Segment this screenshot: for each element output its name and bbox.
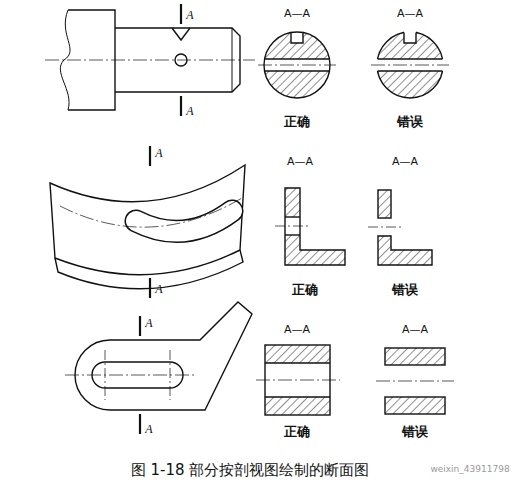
- section-title: A—A: [397, 8, 423, 20]
- verdict-label: 错误: [402, 425, 428, 439]
- verdict-label: 正确: [284, 115, 310, 129]
- figure-caption: 图 1-18 部分按剖视图绘制的断面图: [131, 462, 370, 479]
- section-letter: A: [145, 317, 152, 330]
- watermark: weixin_43911798: [430, 465, 509, 475]
- section-letter: A: [155, 147, 162, 160]
- verdict-label: 正确: [284, 425, 310, 439]
- verdict-label: 正确: [292, 283, 318, 297]
- section-letter: A: [186, 9, 193, 22]
- verdict-label: 错误: [392, 283, 418, 297]
- section-letter: A: [145, 423, 152, 436]
- section-letter: A: [186, 105, 193, 118]
- section-title: A—A: [284, 324, 310, 336]
- section-letter: A: [155, 283, 162, 296]
- section-title: A—A: [402, 324, 428, 336]
- section-title: A—A: [284, 8, 310, 20]
- section-title: A—A: [287, 156, 313, 168]
- section-title: A—A: [392, 156, 418, 168]
- verdict-label: 错误: [397, 115, 423, 129]
